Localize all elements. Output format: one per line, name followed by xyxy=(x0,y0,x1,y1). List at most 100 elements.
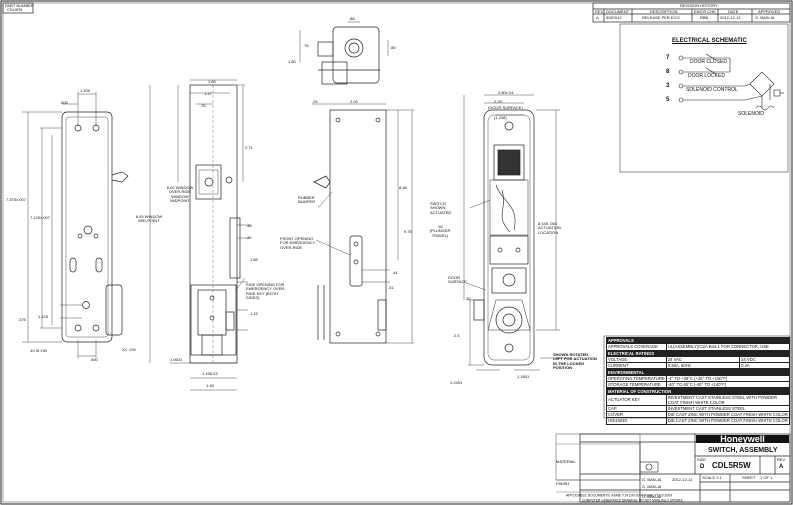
dim-right-f: 2.5 xyxy=(454,333,460,338)
rev-header-eng-chk: ENG'R CHK xyxy=(694,9,716,14)
sheet-value: 1 OF 1 xyxy=(760,475,773,480)
checked-by: G. BAKLAI xyxy=(642,484,662,489)
dim-front-a: .25 xyxy=(312,99,318,104)
dim-left-g: 4X Ø.190 xyxy=(30,348,47,353)
computer-generated-note: COMPUTER GENERATED DRAWING, DO NOT MANUA… xyxy=(582,498,683,503)
rev-row-description: RELEASE PER ECO xyxy=(642,15,680,20)
dim-side-note3: SIDE OPENING FOR EMERGENCY OVER-RIDE KEY… xyxy=(246,282,286,301)
dim-left-a: 1.200 xyxy=(80,88,91,93)
dim-right-b2: (DOOR SURFACE) xyxy=(488,105,523,110)
part-number: CDL5R5W xyxy=(712,461,751,470)
schematic-drawing xyxy=(678,53,784,111)
rev-row-date: 2012-12-12 xyxy=(720,15,741,20)
drawn-date: 2012-12-12 xyxy=(672,477,693,482)
rev-header-document: DOCUMENT xyxy=(606,9,630,14)
product-symbol xyxy=(639,461,659,473)
dim-side-b: 1.47 xyxy=(204,91,212,96)
size-label: SIZE xyxy=(697,457,706,462)
scale-value: 1:1 xyxy=(716,475,722,480)
rev-header-date: DATE xyxy=(728,9,739,14)
terminal-7: 7 xyxy=(666,55,670,61)
part-number-value: CDL5R5 xyxy=(7,7,23,12)
spec-section: APPROVALS xyxy=(606,336,790,345)
rev-row-rev: A xyxy=(596,15,599,20)
dim-side-note2: 8.45 WINDOW MID-POINT xyxy=(135,214,163,224)
schematic-title: ELECTRICAL SCHEMATIC xyxy=(672,38,747,44)
dim-front-b: 2.03 xyxy=(350,99,358,104)
side-view xyxy=(189,84,241,364)
dim-top-b: .76 xyxy=(303,43,309,48)
dim-side-c: .76 xyxy=(200,103,206,108)
dim-side-h: .20 xyxy=(246,235,252,240)
dim-front-c: 8.46 xyxy=(399,185,407,190)
dim-left-b: .500 xyxy=(60,100,68,105)
terminal-3: 3 xyxy=(666,83,670,89)
rev-header-approved: APPROVED xyxy=(758,9,781,14)
approved-by: G. BAKLAI xyxy=(642,494,662,499)
dim-front-f: .31 xyxy=(388,285,394,290)
dim-side-j: 1.15 xyxy=(250,311,258,316)
brand-logo: Honeywell xyxy=(696,435,789,444)
dim-left-e: 1.125 xyxy=(38,314,49,319)
finish-label: FINISH xyxy=(556,481,570,486)
label-solenoid-control: SOLENOID CONTROL xyxy=(686,87,738,93)
spec-section: ENVIRONMENTAL xyxy=(606,368,790,376)
rev-header-rev: REV xyxy=(595,9,604,14)
note-door-surface: DOOR SURFACE xyxy=(448,275,467,285)
note-shown-rotated: SHOWN ROTATED LEFT FOR ACTUATION IN THE … xyxy=(553,352,597,371)
dim-side-d: 2.71 xyxy=(245,145,253,150)
dim-right-c: (1.208) xyxy=(494,115,507,120)
terminal-5: 5 xyxy=(666,97,670,103)
sheet-label: SHEET xyxy=(742,475,756,480)
dim-right-d: 8.445 .063 ACTUATION LOCATION xyxy=(538,221,561,235)
spec-section: MATERIAL OF CONSTRUCTION xyxy=(606,387,790,395)
dim-left-d: 7.125±.007 xyxy=(30,215,50,220)
rev-label: REV xyxy=(777,457,786,462)
dim-front-d: 9.75 xyxy=(404,229,412,234)
dim-top-d: 1.80 xyxy=(288,59,296,64)
label-door-locked: DOOR LOCKED xyxy=(688,73,725,79)
dim-left-c: 7.375±.007 xyxy=(6,197,26,202)
dim-side-i: 1.65 xyxy=(250,257,258,262)
dim-side-a: 1.80 xyxy=(208,79,216,84)
dim-left-h: .500 xyxy=(90,357,98,362)
note-rubber-bumper: RUBBER BUMPER xyxy=(298,195,316,205)
dim-side-g: .48 xyxy=(246,223,252,228)
dim-right-a: 2.80±.04 xyxy=(498,90,514,95)
dim-front-e: .44 xyxy=(392,270,398,275)
rev-row-eng-chk: RBB xyxy=(700,15,709,20)
spec-section: ELECTRICAL RATINGS xyxy=(606,349,790,357)
drawing-title: SWITCH, ASSEMBLY xyxy=(708,447,778,454)
section-view xyxy=(473,109,535,366)
dim-side-k: 1.0631 xyxy=(170,357,183,362)
rev-row-document: 5087612 xyxy=(606,15,622,20)
back-view xyxy=(61,111,129,343)
part-rev-box xyxy=(2,2,34,14)
spec-row: OPERATING TEMPERATURE-4° TO +38°C (+25° … xyxy=(606,374,790,383)
dim-right-i: 1.1851 xyxy=(517,374,530,379)
note-front-opening: FRONT OPENING FOR EMERGENCY OVER-RIDE xyxy=(280,236,316,250)
terminal-8: 8 xyxy=(666,69,670,75)
dim-left-f: .375 xyxy=(18,317,26,322)
dim-right-e: .52 (PLUNGER TRAVEL) xyxy=(429,224,451,238)
rev-header-description: DESCRIPTION xyxy=(650,9,678,14)
dim-right-b: 2.29 xyxy=(494,99,502,104)
note-switch-actuated: SWITCH SHOWN ACTUATED xyxy=(430,201,452,215)
top-view xyxy=(317,26,380,85)
dim-left-i: 2X .190 xyxy=(122,347,136,352)
material-label: MATERIAL xyxy=(556,459,576,464)
spec-row: STORAGE TEMPERATURE-40° TO 60°C (-40° TO… xyxy=(606,381,790,389)
revision-history-title: REVISION HISTORY xyxy=(680,3,718,8)
applicable-documents: APPLICABLE DOCUMENTS: ASME Y14.100-2004 … xyxy=(566,493,673,498)
part-number-label: PART NUMBER xyxy=(5,3,34,8)
scale-label: SCALE xyxy=(702,475,716,480)
